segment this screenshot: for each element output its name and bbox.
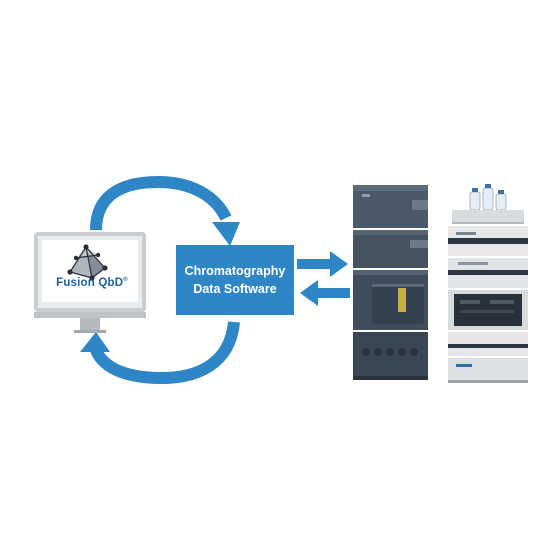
curved-arrow-top xyxy=(90,175,240,246)
arrow-left-icon xyxy=(300,280,350,306)
cds-box-line2: Data Software xyxy=(193,282,277,296)
product-name: Fusion QbD xyxy=(56,277,124,289)
waters-lc-system xyxy=(353,185,428,380)
trademark-symbol: ® xyxy=(123,277,128,284)
cds-box-line1: Chromatography xyxy=(184,264,286,278)
curved-arrow-bottom xyxy=(80,321,240,385)
molecule-pyramid-icon xyxy=(67,244,108,281)
product-name-label: Fusion QbD® xyxy=(50,277,134,289)
arrow-right-icon xyxy=(297,251,348,277)
agilent-lc-system xyxy=(448,184,528,383)
cds-box: Chromatography Data Software xyxy=(176,245,294,315)
